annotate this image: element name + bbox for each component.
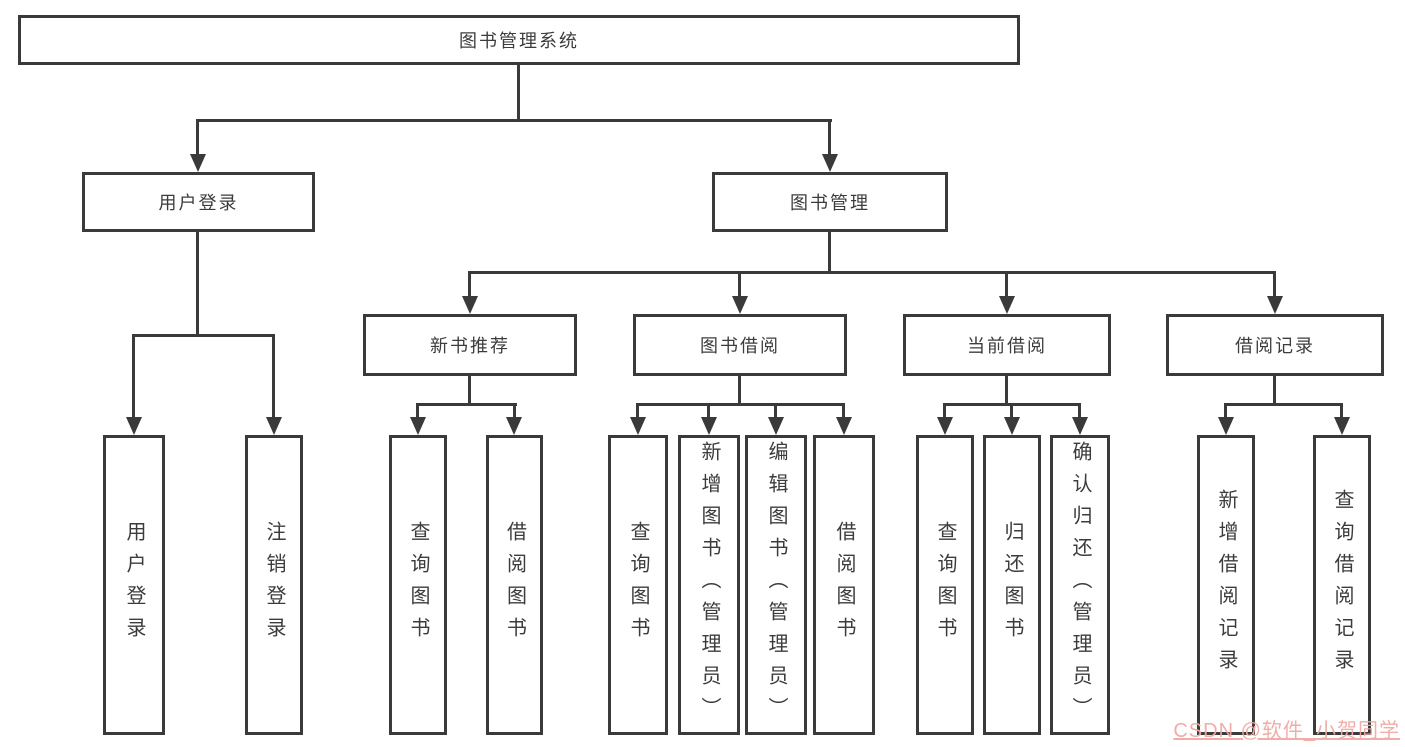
node-new-book-recommendation: 新书推荐 <box>363 314 577 376</box>
connector-line <box>1005 271 1008 299</box>
node-label: 图书借阅 <box>700 336 780 356</box>
node-label: 归还图书 <box>1001 521 1023 649</box>
arrow-down-icon <box>701 417 717 435</box>
arrow-down-icon <box>410 417 426 435</box>
connector-line <box>738 271 741 299</box>
arrow-down-icon <box>937 417 953 435</box>
arrow-down-icon <box>1218 417 1234 435</box>
leaf-query-books-borrowing: 查询图书 <box>608 435 668 735</box>
node-label: 借阅图书 <box>503 521 526 649</box>
node-label: 查询借阅记录 <box>1331 489 1353 681</box>
node-label: 注销登录 <box>263 521 285 649</box>
connector-line <box>132 334 275 337</box>
arrow-down-icon <box>822 154 838 172</box>
connector-line <box>842 403 845 419</box>
leaf-borrow-books-recommend: 借阅图书 <box>486 435 543 735</box>
node-borrowing-records: 借阅记录 <box>1166 314 1384 376</box>
leaf-query-books-recommend: 查询图书 <box>389 435 447 735</box>
connector-line <box>272 334 275 419</box>
leaf-return-books: 归还图书 <box>983 435 1041 735</box>
leaf-edit-books-admin: 编辑图书（管理员） <box>745 435 807 735</box>
node-label: 编辑图书（管理员） <box>765 441 787 729</box>
arrow-down-icon <box>630 417 646 435</box>
leaf-confirm-return-admin: 确认归还（管理员） <box>1050 435 1110 735</box>
connector-line <box>1078 403 1081 419</box>
node-label: 用户登录 <box>158 193 239 213</box>
leaf-logout: 注销登录 <box>245 435 303 735</box>
connector-line <box>468 271 471 299</box>
node-label: 图书管理 <box>790 193 870 213</box>
arrow-down-icon <box>1072 417 1088 435</box>
node-book-borrowing: 图书借阅 <box>633 314 847 376</box>
leaf-add-borrow-record: 新增借阅记录 <box>1197 435 1255 735</box>
connector-line <box>196 119 832 122</box>
connector-line <box>132 334 135 419</box>
connector-line <box>943 403 946 419</box>
node-label: 新书推荐 <box>430 336 510 356</box>
node-label: 当前借阅 <box>967 336 1047 356</box>
node-label: 借阅记录 <box>1235 336 1315 356</box>
connector-line <box>1224 403 1227 419</box>
node-label: 确认归还（管理员） <box>1069 441 1091 729</box>
connector-line <box>828 119 831 157</box>
connector-line <box>636 403 845 406</box>
watermark: CSDN @软件_小贺同学 <box>1173 720 1400 742</box>
connector-line <box>1273 271 1276 299</box>
leaf-borrow-books: 借阅图书 <box>813 435 875 735</box>
node-label: 借阅图书 <box>833 521 855 649</box>
connector-line <box>1224 403 1343 406</box>
connector-line <box>1273 374 1276 406</box>
leaf-add-books-admin: 新增图书（管理员） <box>678 435 740 735</box>
leaf-user-login: 用户登录 <box>103 435 165 735</box>
connector-line <box>1340 403 1343 419</box>
connector-line <box>1005 374 1008 406</box>
connector-line <box>774 403 777 419</box>
arrow-down-icon <box>1267 296 1283 314</box>
node-book-management: 图书管理 <box>712 172 948 232</box>
node-label: 新增图书（管理员） <box>698 441 720 729</box>
connector-line <box>468 374 471 406</box>
connector-line <box>196 119 199 157</box>
node-label: 查询图书 <box>934 521 956 649</box>
arrow-down-icon <box>1004 417 1020 435</box>
node-book-management-system: 图书管理系统 <box>18 15 1020 65</box>
node-label: 新增借阅记录 <box>1215 489 1237 681</box>
node-label: 用户登录 <box>123 521 145 649</box>
arrow-down-icon <box>462 296 478 314</box>
arrow-down-icon <box>732 296 748 314</box>
connector-line <box>1010 403 1013 419</box>
connector-line <box>828 232 831 274</box>
node-label: 图书管理系统 <box>459 31 579 51</box>
connector-line <box>738 374 741 406</box>
leaf-query-borrow-record: 查询借阅记录 <box>1313 435 1371 735</box>
arrow-down-icon <box>1334 417 1350 435</box>
connector-line <box>517 65 520 121</box>
connector-line <box>468 271 1276 274</box>
arrow-down-icon <box>768 417 784 435</box>
arrow-down-icon <box>190 154 206 172</box>
node-current-borrowing: 当前借阅 <box>903 314 1111 376</box>
node-user-login: 用户登录 <box>82 172 315 232</box>
connector-line <box>707 403 710 419</box>
arrow-down-icon <box>126 417 142 435</box>
arrow-down-icon <box>506 417 522 435</box>
connector-line <box>416 403 517 406</box>
node-label: 查询图书 <box>627 521 649 649</box>
leaf-query-books-current: 查询图书 <box>916 435 974 735</box>
arrow-down-icon <box>836 417 852 435</box>
arrow-down-icon <box>266 417 282 435</box>
connector-line <box>416 403 419 419</box>
connector-line <box>513 403 516 419</box>
node-label: 查询图书 <box>407 521 429 649</box>
arrow-down-icon <box>999 296 1015 314</box>
connector-line <box>196 232 199 337</box>
connector-line <box>636 403 639 419</box>
